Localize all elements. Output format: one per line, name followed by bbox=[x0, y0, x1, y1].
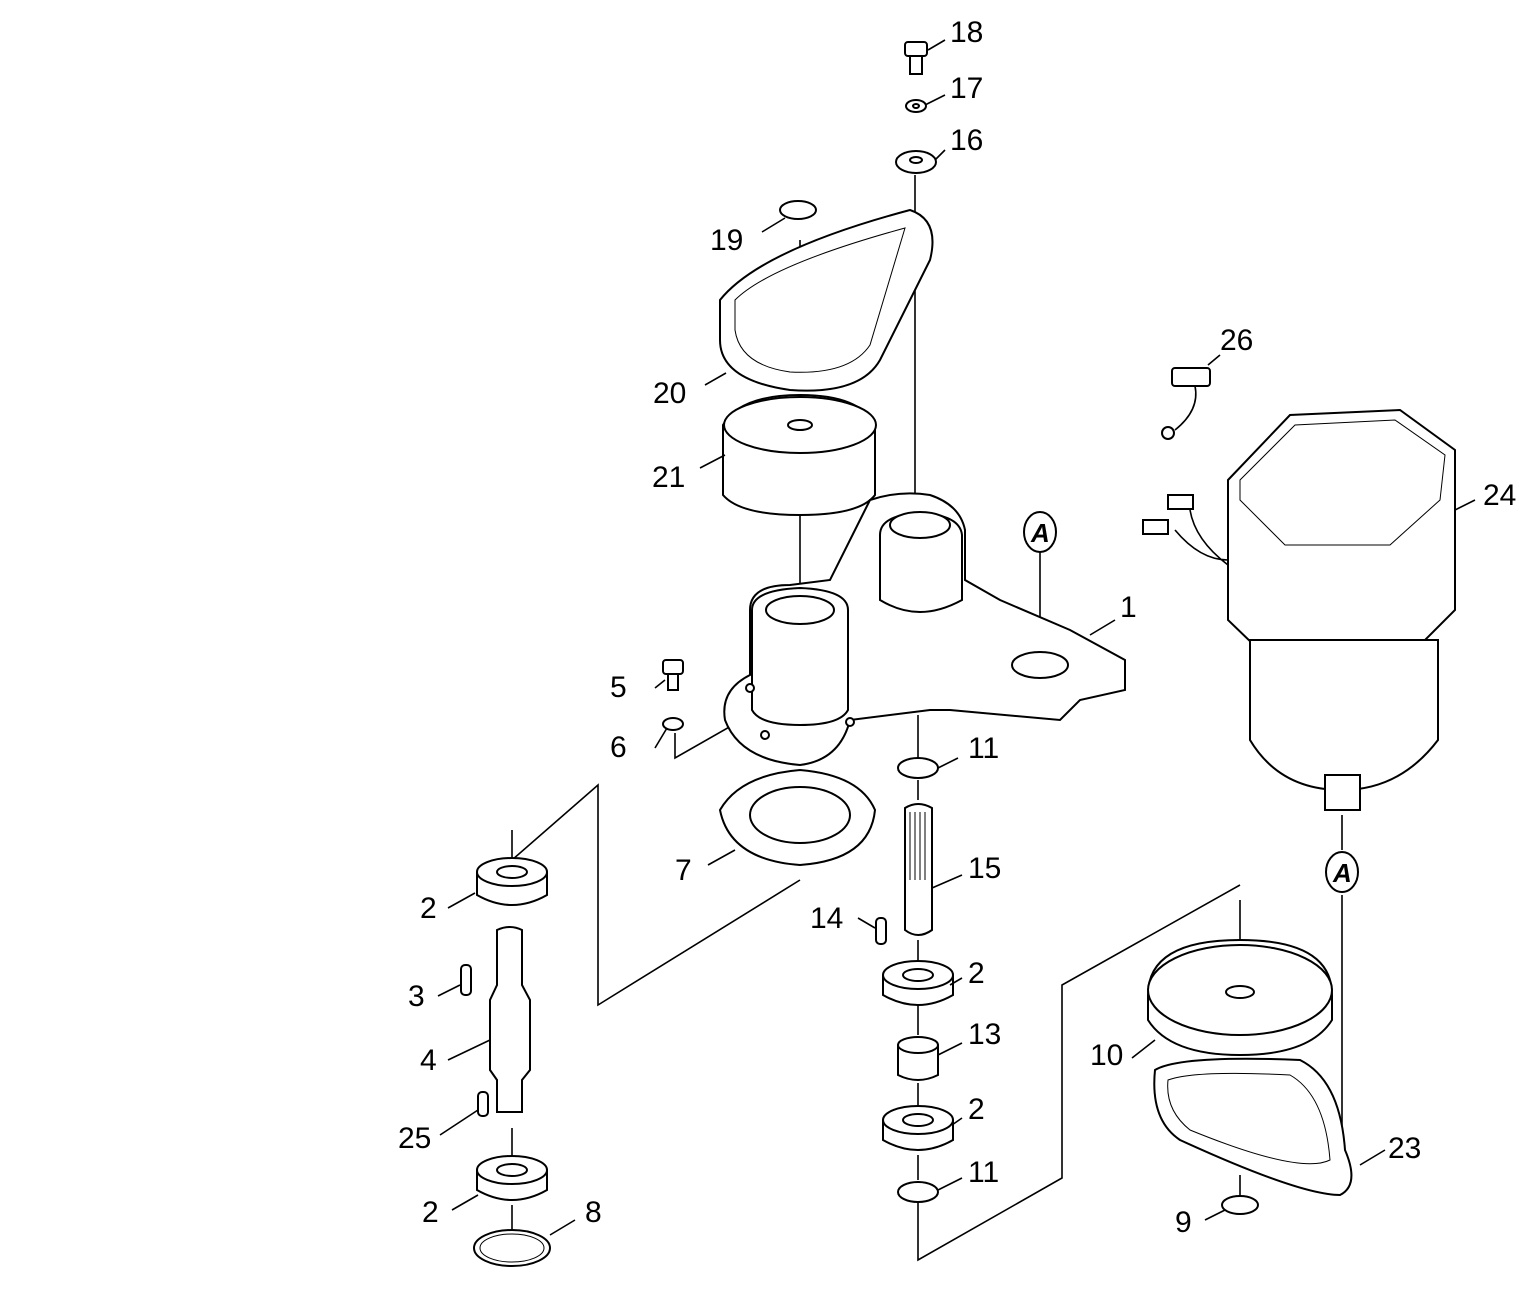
callout-4: 4 bbox=[420, 1044, 437, 1077]
svg-text:A: A bbox=[1332, 858, 1352, 888]
callout-5: 5 bbox=[610, 671, 627, 704]
callout-11-upper: 11 bbox=[968, 732, 999, 765]
washer-16 bbox=[895, 150, 937, 174]
svg-text:A: A bbox=[1030, 518, 1050, 548]
callout-2-center-upper: 2 bbox=[968, 957, 985, 990]
callout-17: 17 bbox=[950, 72, 983, 105]
key-14 bbox=[875, 917, 887, 945]
callout-7: 7 bbox=[675, 854, 692, 887]
callout-2-left-upper: 2 bbox=[420, 892, 437, 925]
shaft-15 bbox=[904, 803, 933, 936]
callout-19: 19 bbox=[710, 224, 743, 257]
bearing-2-center-lower bbox=[882, 1105, 954, 1151]
leader-lines bbox=[437, 39, 1476, 1236]
housing-1 bbox=[723, 492, 1126, 767]
snap-ring-19 bbox=[779, 200, 817, 220]
callout-20: 20 bbox=[653, 377, 686, 410]
callout-14: 14 bbox=[810, 902, 843, 935]
washer-17 bbox=[905, 99, 927, 113]
bolt-5 bbox=[662, 659, 684, 691]
callout-10: 10 bbox=[1090, 1039, 1123, 1072]
connector-26 bbox=[1161, 367, 1211, 440]
callout-23: 23 bbox=[1388, 1132, 1421, 1165]
callout-labels: 18 17 16 19 20 21 26 24 1 5 6 11 7 15 2 … bbox=[398, 16, 1516, 1239]
callout-3: 3 bbox=[408, 980, 425, 1013]
seal-11-upper bbox=[897, 757, 939, 779]
callout-11-lower: 11 bbox=[968, 1156, 999, 1189]
callout-6: 6 bbox=[610, 731, 627, 764]
callout-9: 9 bbox=[1175, 1206, 1192, 1239]
seal-11-lower bbox=[897, 1181, 939, 1203]
callout-18: 18 bbox=[950, 16, 983, 49]
callout-24: 24 bbox=[1483, 479, 1516, 512]
callout-21: 21 bbox=[652, 461, 685, 494]
spacer-13 bbox=[897, 1036, 939, 1081]
callout-26: 26 bbox=[1220, 324, 1253, 357]
pulley-21 bbox=[722, 393, 877, 517]
motor-24 bbox=[1142, 408, 1456, 811]
reference-mark-a-motor: A bbox=[1325, 851, 1359, 893]
callout-1: 1 bbox=[1120, 591, 1137, 624]
callout-2-left-lower: 2 bbox=[422, 1196, 439, 1229]
key-25 bbox=[477, 1091, 489, 1117]
bearing-2-left-upper bbox=[476, 857, 548, 906]
reference-mark-a-housing: A bbox=[1023, 511, 1057, 553]
callout-13: 13 bbox=[968, 1018, 1001, 1051]
callout-15: 15 bbox=[968, 852, 1001, 885]
pulley-10 bbox=[1147, 938, 1333, 1057]
callout-2-center-lower: 2 bbox=[968, 1093, 985, 1126]
callout-8: 8 bbox=[585, 1196, 602, 1229]
key-3 bbox=[460, 964, 472, 996]
bolt-18 bbox=[904, 41, 928, 75]
gasket-7 bbox=[718, 768, 877, 867]
washer-6 bbox=[662, 717, 684, 731]
bearing-2-left-lower bbox=[476, 1155, 548, 1201]
shaft-4 bbox=[489, 926, 531, 1113]
timing-belt-23 bbox=[1153, 1057, 1353, 1197]
bearing-2-center-upper bbox=[882, 960, 954, 1006]
callout-16: 16 bbox=[950, 124, 983, 157]
timing-belt-20 bbox=[719, 208, 934, 392]
callout-25: 25 bbox=[398, 1122, 431, 1155]
snap-ring-8 bbox=[473, 1229, 551, 1267]
snap-ring-9 bbox=[1221, 1195, 1259, 1215]
